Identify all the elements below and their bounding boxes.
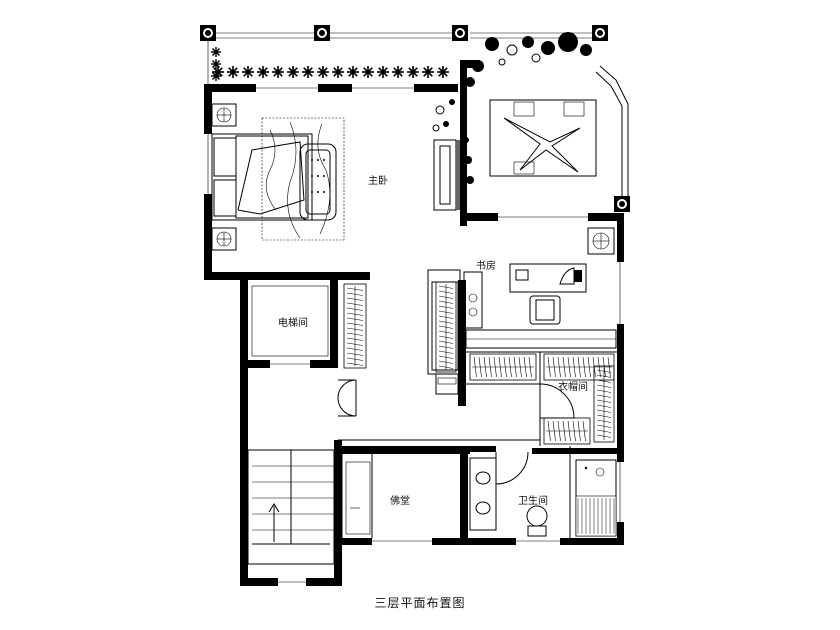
tv-cabinet-icon (433, 139, 460, 211)
elevator-icon (251, 285, 329, 357)
room-label-elevator: 电梯间 (278, 318, 308, 329)
study-shelf-row-icon (465, 329, 617, 349)
terrace (200, 25, 630, 212)
room-label-study: 书房 (476, 261, 496, 272)
washbasin-icon (469, 457, 497, 531)
room-label-cloakroom: 衣帽间 (558, 382, 588, 393)
bookshelf-icon (427, 269, 483, 395)
altar-icon (345, 461, 371, 535)
plan-caption: 三层平面布置图 (374, 596, 466, 610)
bathtub-mat-icon (575, 495, 617, 537)
windows (204, 84, 624, 586)
staircase-icon (247, 449, 335, 565)
plant-row-icon (211, 47, 449, 81)
column-icon (200, 25, 630, 212)
wardrobe-icon (343, 281, 615, 445)
room-label-bathroom: 卫生间 (518, 496, 548, 507)
room-label-buddha-hall: 佛堂 (390, 496, 410, 507)
study-desk-icon (509, 263, 587, 325)
toilet-icon (526, 505, 548, 537)
rug-icon (261, 117, 345, 241)
umbrella-table-icon (489, 99, 597, 177)
partitions (338, 351, 617, 540)
floor-lamp-icon (587, 227, 615, 255)
armchair-icon (299, 143, 337, 221)
room-label-master-bedroom: 主卧 (368, 176, 388, 187)
walls (204, 60, 624, 586)
door-icon (337, 379, 575, 485)
